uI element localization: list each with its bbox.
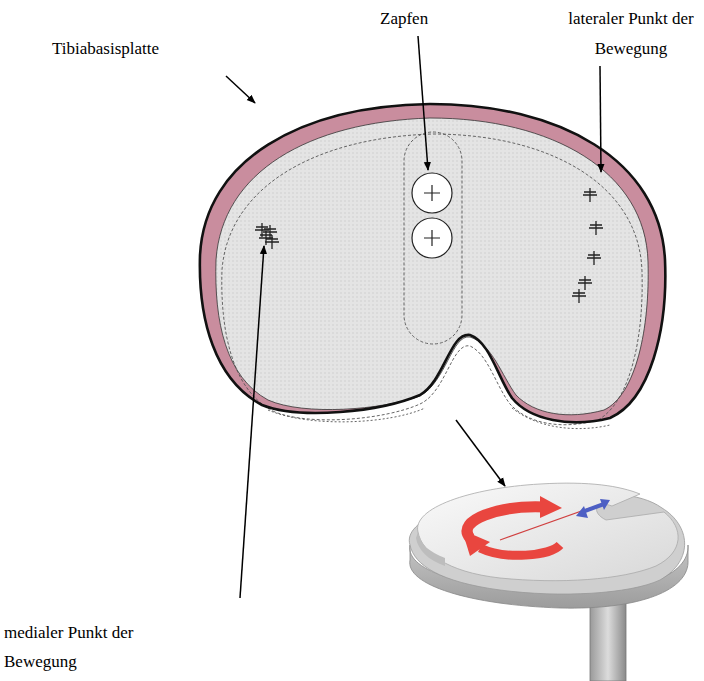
leader-arrow: [600, 66, 601, 172]
tibia-component-3d: [409, 483, 688, 681]
motion-mark: [265, 235, 279, 249]
baseplate-outline: [200, 104, 665, 422]
motion-mark: [589, 221, 603, 235]
part-label: Tibiabasisplatte: [52, 34, 212, 64]
insert-outline-lower: [268, 408, 610, 429]
motion-mark: [572, 289, 586, 303]
peg-slot: [404, 132, 462, 344]
peg-cross: [424, 185, 440, 246]
motion-mark: [263, 225, 277, 239]
motion-mark: [587, 251, 601, 265]
baseplate-rim: [200, 104, 665, 422]
leader-arrow: [418, 36, 428, 170]
motion-mark: [259, 231, 273, 245]
motion-mark: [578, 276, 592, 290]
baseplate-face: [216, 118, 648, 415]
leader-arrow: [240, 246, 264, 598]
part-label: Zapfen: [380, 4, 460, 34]
insert-outline: [222, 134, 642, 425]
leader-arrow: [226, 76, 255, 103]
motion-marks: [255, 188, 603, 303]
part-label: medialer Punkt der Bewegung: [4, 618, 164, 678]
part-label: lateraler Punkt der Bewegung: [562, 4, 700, 64]
leader-arrow: [456, 420, 505, 486]
motion-mark: [583, 188, 597, 202]
